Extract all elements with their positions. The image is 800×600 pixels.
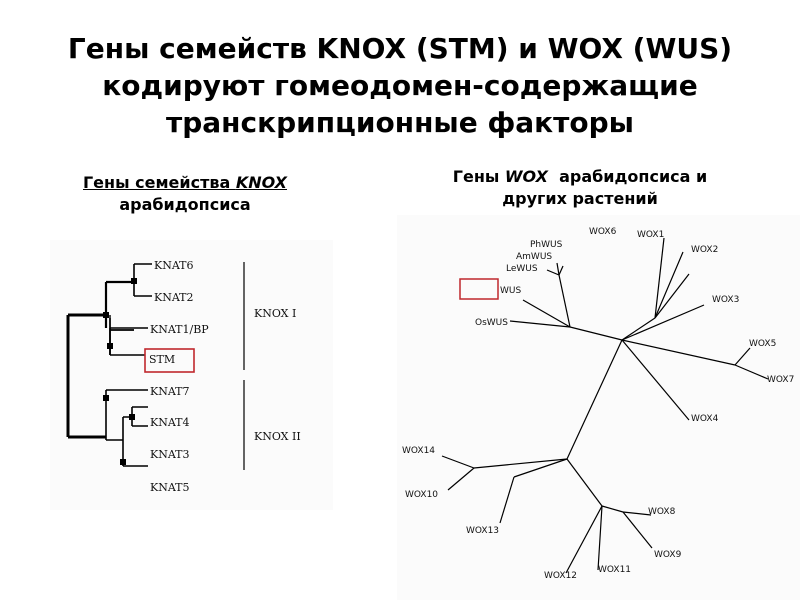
wox-leaf: WOX5 — [749, 339, 776, 349]
wox-leaf: WUS — [500, 286, 521, 296]
wox-subtitle-italic: WOX — [504, 167, 548, 186]
wox-leaf: WOX2 — [691, 245, 718, 255]
wox-subtitle-line-2: других растений — [502, 189, 658, 208]
wox-subtitle-prefix: Гены — [452, 167, 505, 186]
knox-subtitle-italic: KNOX — [235, 173, 288, 192]
wus-highlight-box — [459, 278, 499, 300]
knox-tree-panel: KNAT6 KNAT2 KNAT1/BP STM KNAT7 KNAT4 KNA… — [50, 240, 333, 510]
stm-highlight-box — [144, 348, 195, 373]
wox-leaf: WOX11 — [598, 565, 631, 575]
knox-leaf: KNAT5 — [150, 481, 190, 494]
wox-leaf: WOX13 — [466, 526, 499, 536]
wox-subtitle-suffix: арабидопсиса и — [547, 167, 708, 186]
knox-node — [107, 343, 113, 349]
knox-node — [103, 395, 109, 401]
wox-leaf: WOX12 — [544, 571, 577, 581]
knox-leaf: STM — [149, 353, 175, 366]
wox-leaf: WOX10 — [405, 490, 438, 500]
knox-node — [120, 459, 126, 465]
wox-tree: WOX6 WOX1 WOX2 WOX3 WOX5 WOX7 WOX4 PhWUS… — [402, 227, 794, 581]
wox-tree-panel: WOX6 WOX1 WOX2 WOX3 WOX5 WOX7 WOX4 PhWUS… — [397, 215, 800, 600]
knox-leaf: KNAT6 — [154, 259, 194, 272]
knox-group-label: KNOX I — [254, 307, 296, 320]
wox-subtitle: Гены WOX арабидопсиса и других растений — [400, 166, 760, 210]
wox-leaf: AmWUS — [516, 252, 552, 262]
title-line-1: Гены семейств KNOX (STM) и WOX (WUS) — [67, 32, 733, 65]
knox-subtitle-line-2: арабидопсиса — [119, 195, 251, 214]
wox-leaf: OsWUS — [475, 318, 508, 328]
knox-node — [103, 312, 109, 318]
knox-leaf: KNAT4 — [150, 416, 190, 429]
wox-leaf: WOX14 — [402, 446, 435, 456]
slide-title: Гены семейств KNOX (STM) и WOX (WUS) код… — [0, 30, 800, 141]
wox-leaf: WOX1 — [637, 230, 664, 240]
knox-group-label: KNOX II — [254, 430, 301, 443]
knox-leaf: KNAT2 — [154, 291, 194, 304]
knox-subtitle-line-1: Гены семейства KNOX — [45, 172, 325, 194]
wox-leaf: WOX6 — [589, 227, 617, 237]
knox-leaf: KNAT3 — [150, 448, 190, 461]
wox-leaf: PhWUS — [530, 240, 563, 250]
wox-subtitle-line-1: Гены WOX арабидопсиса и — [400, 166, 760, 188]
knox-subtitle-prefix: Гены семейства — [82, 173, 236, 192]
knox-leaf: KNAT1/BP — [150, 323, 209, 336]
knox-subtitle: Гены семейства KNOX арабидопсиса — [45, 172, 325, 216]
wox-leaf: WOX3 — [712, 295, 739, 305]
title-line-2: кодируют гомеодомен-содержащие — [102, 69, 698, 102]
wox-leaf: LeWUS — [506, 264, 538, 274]
knox-tree: KNAT6 KNAT2 KNAT1/BP STM KNAT7 KNAT4 KNA… — [66, 259, 301, 494]
wox-leaf: WOX4 — [691, 414, 719, 424]
knox-node — [131, 278, 137, 284]
wox-leaf: WOX8 — [648, 507, 676, 517]
title-line-3: транскрипционные факторы — [166, 106, 634, 139]
wox-leaf: WOX9 — [654, 550, 682, 560]
knox-node — [129, 414, 135, 420]
knox-leaf: KNAT7 — [150, 385, 190, 398]
wox-leaf: WOX7 — [767, 375, 794, 385]
